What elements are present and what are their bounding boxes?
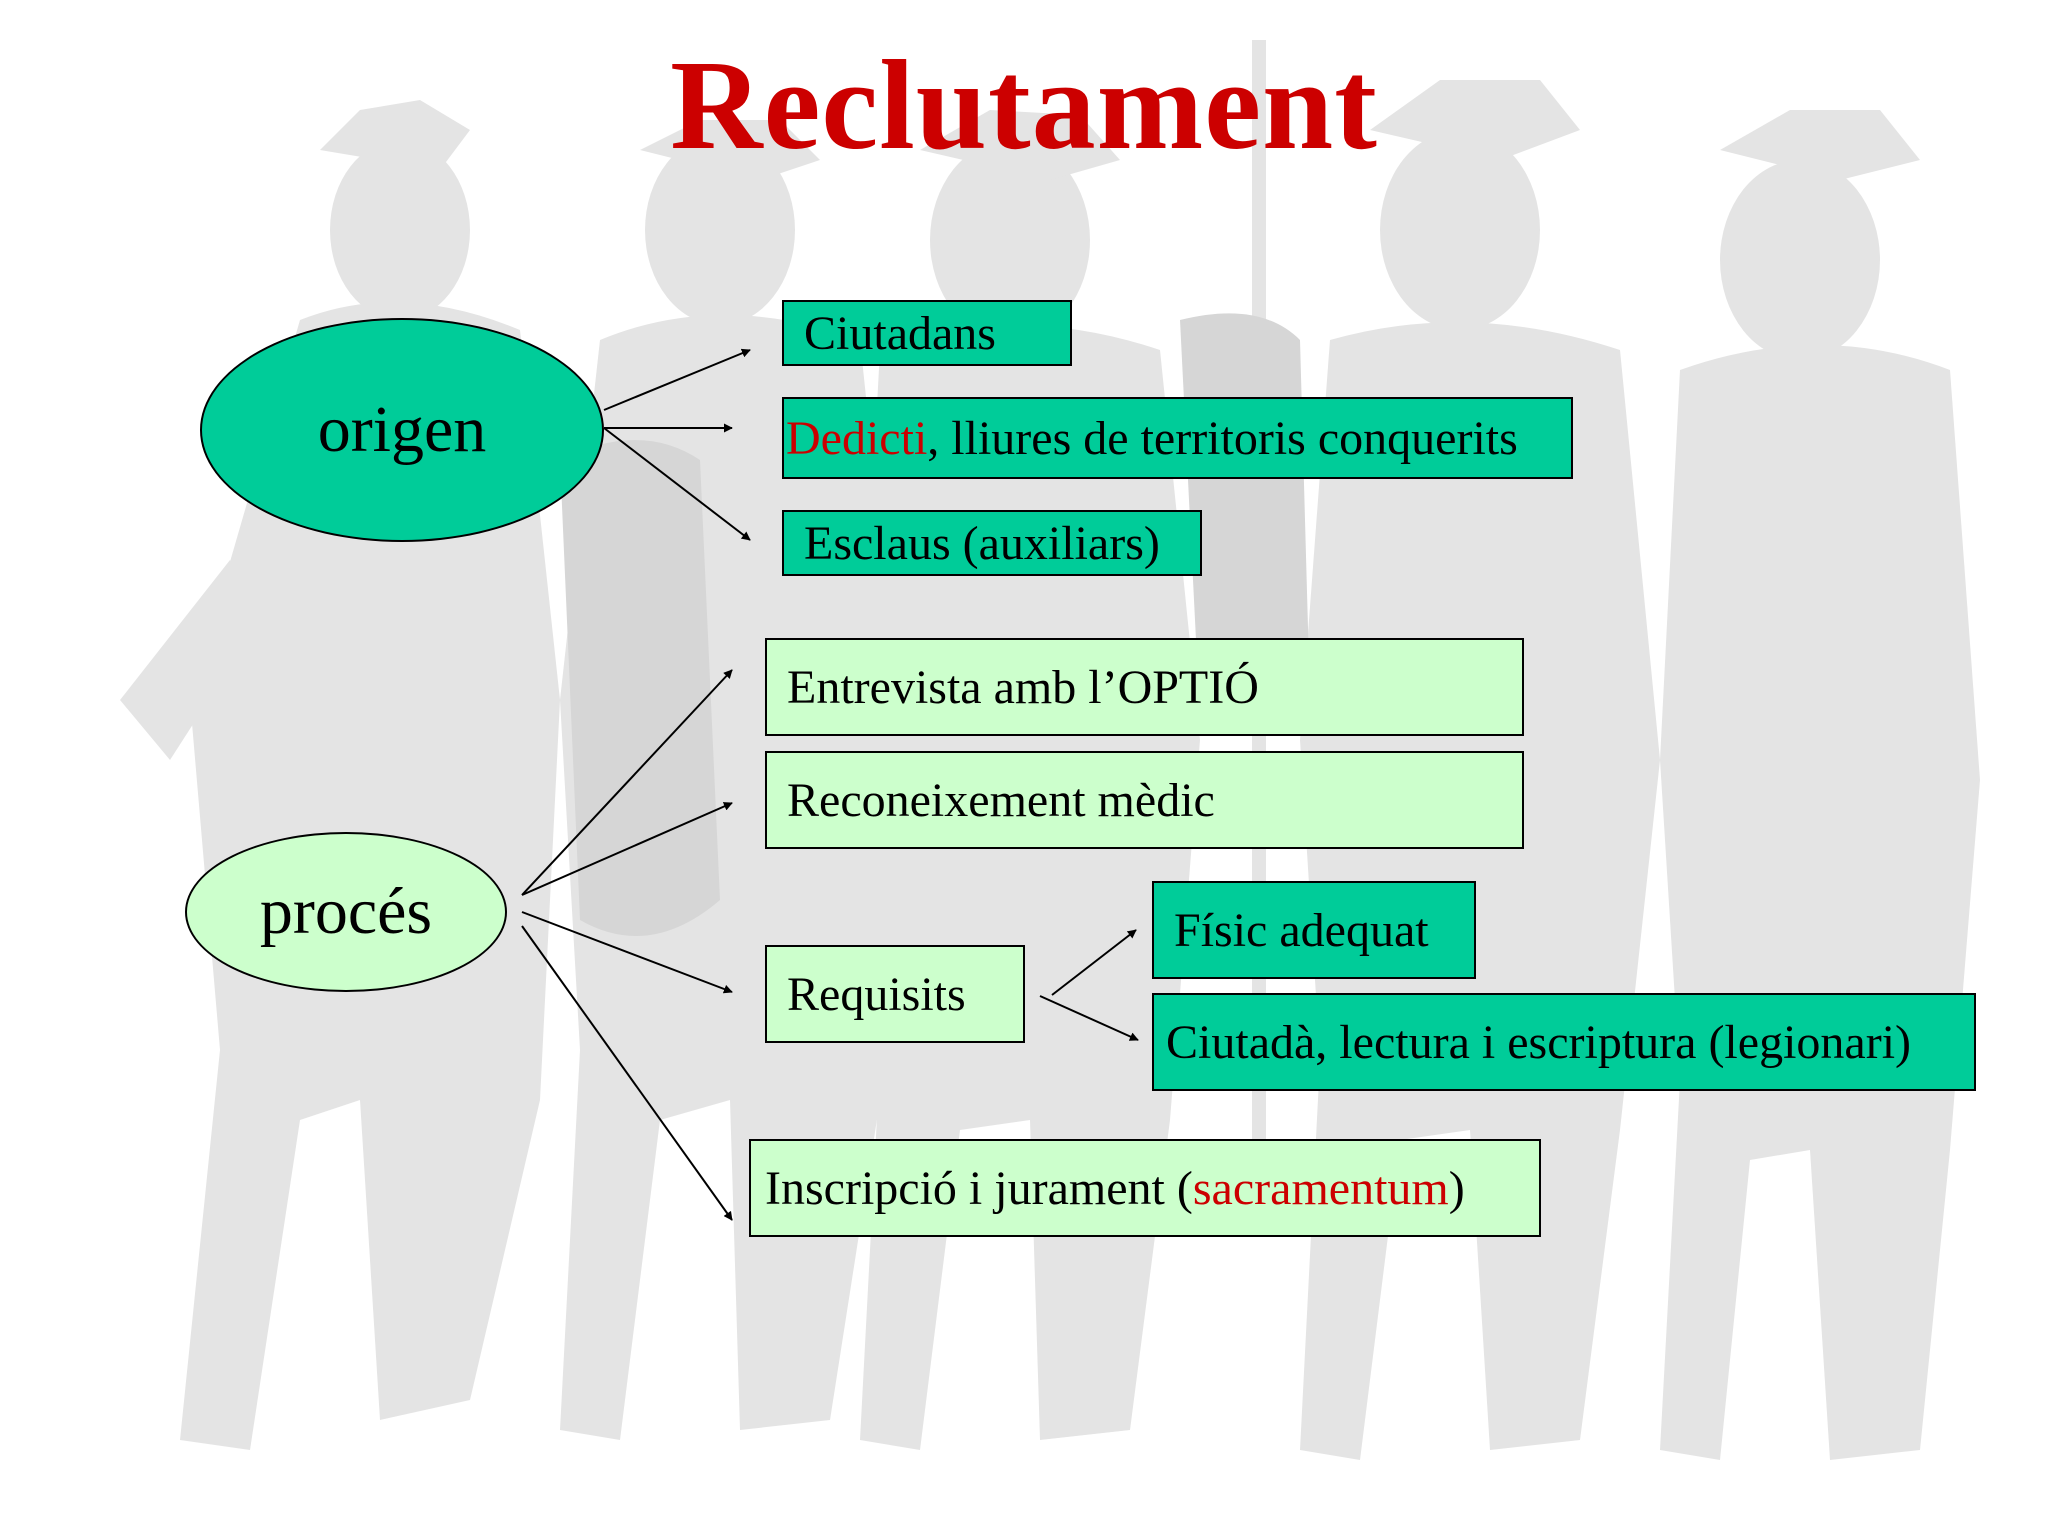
fisic-box: Físic adequat [1152, 881, 1476, 979]
ciutada-label: Ciutadà, lectura i escriptura (legionari… [1166, 1015, 1912, 1069]
ciutadans-label: Ciutadans [804, 306, 996, 360]
ciutada-box: Ciutadà, lectura i escriptura (legionari… [1152, 993, 1976, 1091]
fisic-label: Físic adequat [1174, 903, 1429, 957]
arrow-proces-inscripcio [521, 925, 733, 1221]
arrow-requisits-ciutada [1039, 995, 1139, 1041]
inscripcio-suffix: ) [1448, 1161, 1465, 1215]
inscripcio-box: Inscripció i jurament (sacramentum) [749, 1139, 1541, 1237]
arrow-proces-reconeixement [521, 802, 733, 896]
arrow-origen-esclaus [603, 427, 751, 541]
dedicti-term: Dedicti [786, 411, 928, 465]
requisits-label: Requisits [787, 967, 966, 1021]
arrow-requisits-fisic [1051, 929, 1137, 996]
esclaus-label: Esclaus (auxiliars) [804, 516, 1160, 570]
reconeixement-label: Reconeixement mèdic [787, 773, 1215, 827]
slide-title: Reclutament [670, 34, 1378, 176]
ciutadans-box: Ciutadans [782, 300, 1072, 366]
reconeixement-box: Reconeixement mèdic [765, 751, 1524, 849]
arrow-proces-requisits [521, 911, 733, 994]
arrow-proces-entrevista [521, 669, 733, 896]
entrevista-label: Entrevista amb l’OPTIÓ [787, 660, 1259, 714]
sacramentum-term: sacramentum [1192, 1161, 1449, 1215]
dedicti-description: , lliures de territoris conquerits [927, 411, 1518, 465]
arrow-origen-ciutadans [603, 348, 751, 411]
origen-node: origen [200, 318, 604, 542]
esclaus-box: Esclaus (auxiliars) [782, 510, 1202, 576]
entrevista-box: Entrevista amb l’OPTIÓ [765, 638, 1524, 736]
dedicti-box: Dedicti, lliures de territoris conquerit… [782, 397, 1573, 479]
inscripcio-prefix: Inscripció i jurament ( [765, 1161, 1193, 1215]
proces-node: procés [185, 832, 507, 992]
requisits-box: Requisits [765, 945, 1025, 1043]
